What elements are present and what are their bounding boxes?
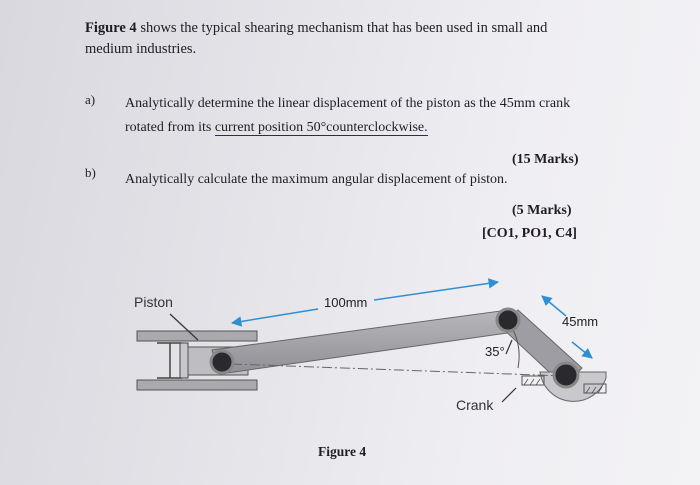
rod-crank-joint — [495, 307, 521, 333]
angle-leader — [505, 339, 513, 355]
crank-length-label: 45mm — [562, 314, 598, 329]
intro-line-1: Figure 4 shows the typical shearing mech… — [85, 20, 547, 37]
crank-dimension-arrow-bottom — [571, 341, 593, 359]
question-a-marks: (15 Marks) — [512, 152, 579, 167]
question-a-label: a) — [85, 92, 96, 107]
question-a-highlight: current position 50°counterclockwise. — [214, 120, 428, 136]
crank-label: Crank — [456, 397, 494, 413]
piston-guide — [136, 330, 258, 391]
outcome-codes: [CO1, PO1, C4] — [482, 226, 577, 241]
crank-dimension-arrow-top — [541, 295, 567, 317]
figure-caption: Figure 4 — [318, 444, 367, 459]
question-a-line-2: rotated from its current position 50°cou… — [125, 120, 428, 136]
intro-text-1: shows the typical shearing mechanism tha… — [136, 20, 548, 36]
question-b-line: Analytically calculate the maximum angul… — [125, 172, 508, 187]
centre-line — [231, 363, 567, 377]
rod-dimension-arrow-left — [230, 308, 319, 327]
question-a-line-2-prefix: rotated from its — [125, 120, 215, 135]
figure-reference: Figure 4 — [85, 20, 137, 36]
question-a-line-1: Analytically determine the linear displa… — [125, 96, 571, 111]
piston-pin-joint — [209, 349, 235, 375]
question-b-label: b) — [85, 165, 96, 180]
crank-leader — [501, 387, 517, 403]
intro-line-2: medium industries. — [85, 41, 197, 57]
angle-label: 35° — [485, 344, 505, 359]
rod-length-label: 100mm — [324, 295, 367, 310]
upper-guide-rail — [136, 330, 258, 342]
question-b-marks: (5 Marks) — [512, 203, 572, 218]
crank-pivot-joint — [552, 361, 580, 389]
lower-guide-rail — [136, 379, 258, 391]
rod-dimension-arrow-right — [373, 278, 500, 301]
piston-leader — [169, 313, 199, 341]
piston-label: Piston — [134, 294, 173, 310]
